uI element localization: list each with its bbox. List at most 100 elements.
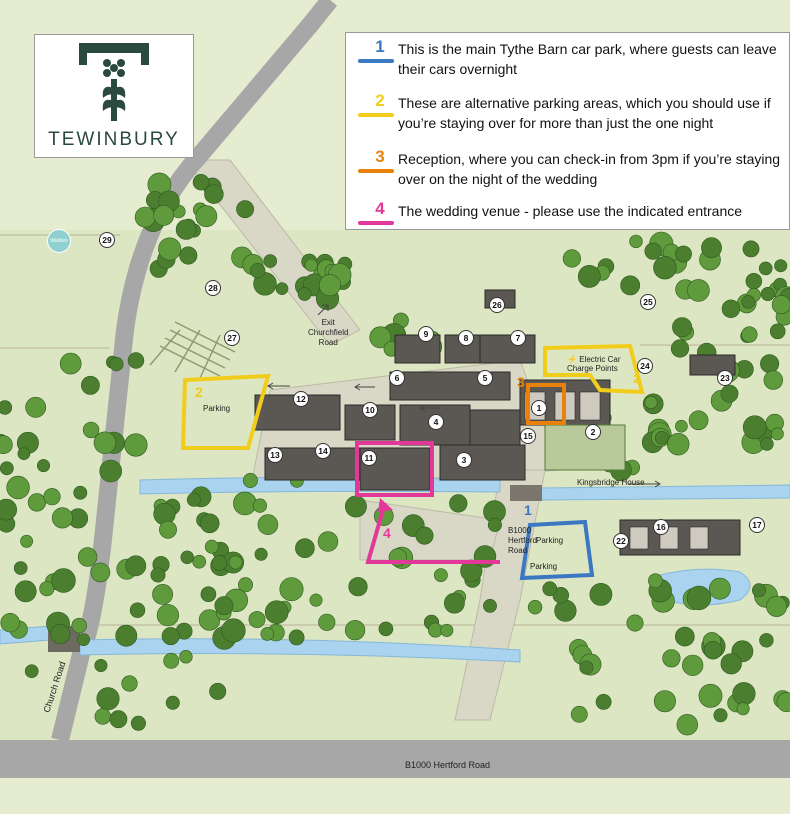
tree-icon	[674, 626, 695, 647]
marker-17: 17	[749, 517, 765, 533]
tree-icon	[14, 580, 37, 603]
tree-icon	[198, 609, 221, 631]
tree-icon	[542, 581, 558, 597]
tree-icon	[279, 577, 304, 602]
marker-6: 6	[389, 370, 405, 386]
tree-icon	[703, 640, 723, 660]
tree-icon	[233, 491, 257, 516]
tree-icon	[670, 339, 690, 358]
tree-icon	[288, 629, 305, 646]
tree-icon	[93, 431, 117, 454]
legend-swatch	[358, 59, 394, 63]
parking-label-main: Parking	[536, 536, 564, 545]
marker-22: 22	[613, 533, 629, 549]
tree-icon	[39, 581, 55, 597]
tree-icon	[595, 694, 612, 710]
marker-27: 27	[224, 330, 240, 346]
marker-5: 5	[477, 370, 493, 386]
brand-name: TEWINBURY	[48, 129, 180, 150]
tree-icon	[433, 568, 448, 582]
tree-icon	[672, 317, 693, 338]
tree-icon	[589, 583, 613, 606]
tree-icon	[745, 273, 762, 290]
tree-icon	[675, 419, 688, 433]
tree-icon	[648, 573, 663, 589]
tree-icon	[304, 258, 318, 272]
tree-icon	[77, 547, 98, 567]
walkies-badge: Walkies	[47, 229, 71, 253]
tree-icon	[13, 561, 28, 575]
tree-icon	[318, 274, 341, 297]
tree-icon	[94, 658, 108, 672]
tree-icon	[348, 577, 368, 597]
tree-icon	[134, 206, 156, 228]
tree-icon	[150, 567, 166, 583]
tree-icon	[741, 295, 756, 309]
tree-icon	[127, 352, 145, 369]
hertford-road-label: B1000 Hertford Road	[405, 760, 491, 770]
legend-number: 2	[375, 91, 385, 110]
tree-icon	[73, 485, 88, 500]
marker-1: 1	[531, 400, 547, 416]
marker-10: 10	[362, 402, 378, 418]
tree-icon	[318, 613, 336, 631]
parking-number-2-east: 2	[633, 372, 640, 386]
legend-text: Reception, where you can check-in from 3…	[398, 151, 781, 187]
kingsbridge-label: Kingsbridge House	[577, 478, 645, 487]
tree-icon	[27, 493, 47, 512]
tree-icon	[562, 249, 582, 268]
exit-label-line1: Exit	[321, 318, 335, 327]
tree-icon	[676, 713, 698, 736]
tree-icon	[654, 430, 669, 445]
tree-icon	[701, 237, 722, 259]
reception-number-3: 3	[517, 374, 525, 390]
tree-icon	[443, 592, 465, 614]
tree-icon	[771, 295, 790, 315]
tree-icon	[179, 246, 198, 265]
b1000-label-line2: Hertford	[508, 536, 537, 545]
tree-icon	[687, 279, 710, 302]
tree-icon	[577, 264, 601, 288]
parking-label-west: Parking	[203, 404, 231, 413]
tree-icon	[666, 433, 690, 456]
marker-26: 26	[489, 297, 505, 313]
tree-icon	[90, 562, 111, 583]
venue-number-4: 4	[383, 525, 391, 541]
tree-icon	[760, 354, 780, 374]
tree-icon	[369, 326, 392, 349]
map-legend: 1 This is the main Tythe Barn car park, …	[345, 32, 790, 230]
tree-icon	[115, 624, 138, 647]
tree-icon	[766, 595, 788, 617]
tree-icon	[195, 205, 218, 228]
tree-icon	[449, 494, 468, 513]
tree-icon	[644, 395, 658, 409]
tree-icon	[460, 559, 483, 582]
tree-icon	[554, 599, 577, 622]
tree-icon	[109, 357, 124, 372]
legend-text: These are alternative parking areas, whi…	[398, 95, 771, 131]
tree-icon	[742, 240, 760, 258]
marker-25: 25	[640, 294, 656, 310]
exit-label-line3: Road	[318, 338, 338, 347]
tree-icon	[257, 514, 279, 535]
ev-label-line2: Charge Points	[567, 364, 618, 373]
tree-icon	[776, 692, 790, 713]
tree-icon	[751, 583, 766, 598]
tree-icon	[759, 633, 774, 648]
tree-icon	[487, 517, 502, 532]
tree-icon	[180, 550, 194, 564]
tree-icon	[620, 275, 641, 296]
tree-icon	[771, 427, 784, 441]
tree-icon	[59, 352, 82, 375]
marker-28: 28	[205, 280, 221, 296]
tree-icon	[152, 584, 174, 605]
tree-icon	[199, 513, 220, 534]
tree-icon	[24, 664, 39, 679]
tree-icon	[77, 633, 90, 646]
ev-icon: ⚡	[567, 355, 577, 364]
tree-icon	[165, 695, 180, 710]
tree-icon	[440, 623, 454, 637]
b1000-label: B1000 Hertford Road	[508, 526, 537, 556]
tree-icon	[51, 568, 76, 593]
tree-icon	[124, 433, 148, 457]
